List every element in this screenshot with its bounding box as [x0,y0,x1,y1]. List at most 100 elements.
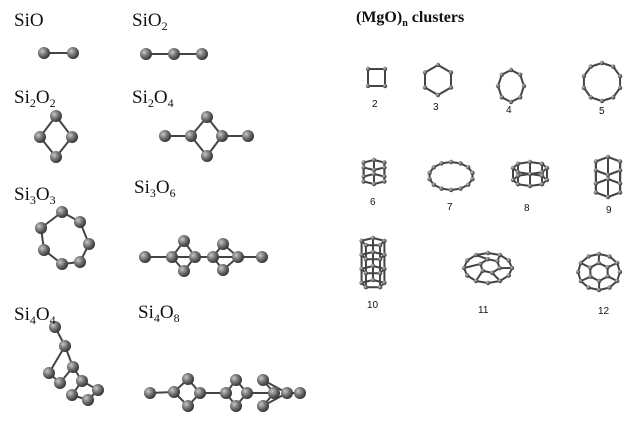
atom-count: 2 [161,19,168,33]
mgo-cluster-12 [575,251,623,293]
bond [424,86,439,96]
atom [83,238,95,250]
atom [422,70,428,75]
atom [144,387,156,399]
atom [599,60,605,66]
atom-count: 3 [149,186,156,200]
atom [439,161,444,166]
atom [485,250,491,256]
atom [458,186,463,191]
atom [35,222,47,234]
mgo-cluster-3 [422,62,454,98]
atom [508,99,514,105]
atom-count: 4 [153,311,160,325]
element-symbol: Si [14,184,30,205]
atom [448,70,454,75]
atom [431,165,436,170]
atom [527,171,533,177]
atom-count: 4 [167,96,174,110]
atom [281,387,293,399]
atom [448,159,454,165]
atom-count: 2 [49,96,56,110]
atom [361,179,366,184]
atom [382,66,388,72]
atom [578,260,584,266]
atom [461,265,467,271]
atom [617,181,623,186]
atom [509,265,515,271]
atom [544,165,550,171]
sio-molecule [38,47,79,59]
atom [67,361,79,373]
cluster-size-12: 12 [598,306,610,317]
atom [82,394,94,406]
atom [217,238,229,250]
atom [370,235,376,241]
atom [473,278,479,284]
atom [497,265,502,271]
atom [371,171,377,177]
element-symbol: Si [14,10,30,31]
atom [56,258,68,270]
bond [463,262,481,269]
atom-count: 2 [29,96,36,110]
atom [527,159,533,165]
atom [515,170,521,175]
atom [363,243,369,248]
si4o4-molecule [43,321,104,406]
atom [593,168,599,173]
label-si2o2: Si2O2 [14,87,56,110]
atom [370,249,376,255]
atom [517,72,523,77]
atom [605,274,610,279]
cluster-size-5: 5 [599,106,605,117]
atom [605,265,610,270]
atom [359,238,364,243]
atom-count: 3 [49,193,56,207]
element-symbol: Si [14,87,30,108]
atom [43,367,55,379]
atom [257,400,269,412]
atom [527,183,533,189]
atom [539,170,545,175]
atom [49,321,61,333]
si2o2-molecule [34,110,78,163]
atom [581,73,587,79]
element-symbol: O [155,177,170,198]
atom [431,182,436,187]
atom [515,173,521,178]
cluster-size-6: 6 [370,197,376,208]
atom [470,176,475,182]
atom [597,278,602,284]
label-sio2: SiO2 [132,11,168,33]
atom [607,254,612,259]
mgo-cluster-2 [365,66,388,89]
atom [465,273,470,278]
atom [382,280,387,285]
label-si4o4: Si4O4 [14,304,56,326]
atom [359,280,364,285]
atom [76,375,88,387]
atom [230,400,242,412]
atom [38,47,50,59]
atom [617,168,623,173]
label-si3o3: Si3O3 [14,184,56,207]
cluster-size-9: 9 [606,205,612,216]
cluster-size-4: 4 [506,105,512,116]
atom [182,400,194,412]
atom [466,165,471,170]
atom [201,111,213,123]
atom [189,251,201,263]
atom [361,165,366,170]
atom [495,259,500,264]
atom [34,131,46,143]
mgo-cluster-7 [427,159,475,193]
element-symbol: Si [14,304,30,325]
atom [196,48,208,60]
atom [588,274,593,279]
si3o6-molecule [139,235,268,277]
element-symbol: O [29,10,44,31]
atom [140,48,152,60]
atom [539,173,545,178]
atom [515,161,521,166]
